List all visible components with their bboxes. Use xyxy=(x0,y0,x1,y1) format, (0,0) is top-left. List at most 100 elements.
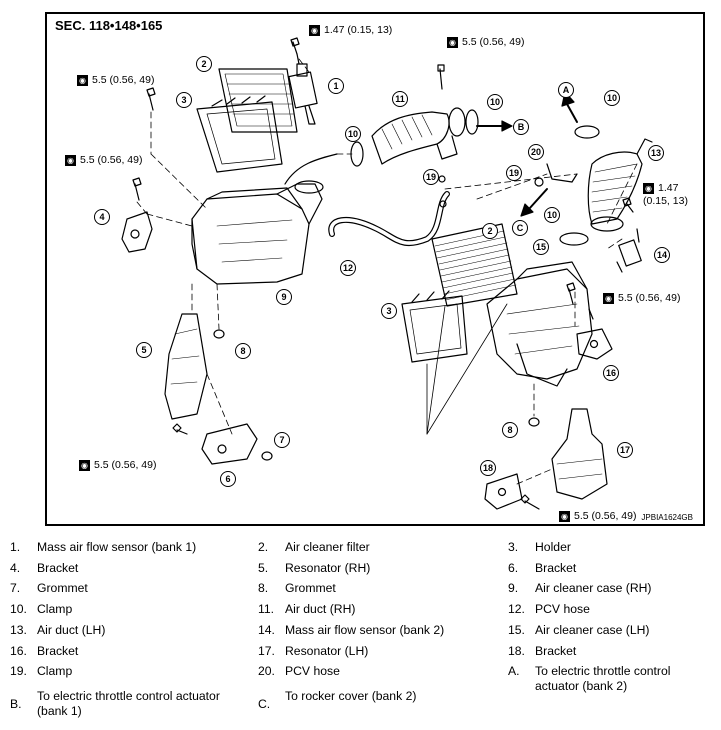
figure-code: JPBIA1624GB xyxy=(641,513,693,522)
clamp-10-d xyxy=(559,232,589,246)
legend-item-number: 18. xyxy=(508,644,525,658)
clamp-10-c xyxy=(574,125,600,139)
legend-item-number: 3. xyxy=(508,540,519,554)
legend-item-number: 14. xyxy=(258,623,275,637)
callout-6: 6 xyxy=(220,471,236,487)
torque-wrench-icon: ◉ xyxy=(77,74,88,86)
assembly-guide-lines-left xyxy=(136,58,353,435)
pcv-hose-20 xyxy=(546,163,578,183)
callout-2: 2 xyxy=(196,56,212,72)
holder-rh xyxy=(196,95,283,173)
legend-item-number: 1. xyxy=(10,540,21,554)
callout-11: 11 xyxy=(392,91,408,107)
torque-wrench-icon: ◉ xyxy=(79,459,90,471)
air-cleaner-filter-lh xyxy=(431,223,518,307)
diagram-frame: SEC. 118•148•165 JPBIA1624GB ◉ 1.47 (0.1… xyxy=(45,12,705,526)
legend-item-number: 17. xyxy=(258,644,275,658)
grommet-8-b xyxy=(528,417,540,427)
mass-air-flow-sensor-bank2 xyxy=(616,228,642,273)
legend-item-number: 5. xyxy=(258,561,269,575)
legend-item-number: C. xyxy=(258,697,271,711)
exploded-view-drawing xyxy=(121,37,653,510)
callout-1: 1 xyxy=(328,78,344,94)
callout-c: C xyxy=(512,220,528,236)
torque-spec-5: ◉1.47 (0.15, 13) xyxy=(643,182,688,207)
legend-item-label: Holder xyxy=(535,540,571,554)
resonator-lh xyxy=(551,408,608,500)
legend-item-label: Grommet xyxy=(285,581,336,595)
air-duct-lh xyxy=(587,138,653,232)
legend-item-label: Air duct (RH) xyxy=(285,602,356,616)
torque-spec-4: ◉ 5.5 (0.56, 49) xyxy=(65,154,143,166)
callout-5: 5 xyxy=(136,342,152,358)
legend-item-number: A. xyxy=(508,664,520,678)
legend-item-label: PCV hose xyxy=(285,664,340,678)
callout-18: 18 xyxy=(480,460,496,476)
callout-19: 19 xyxy=(506,165,522,181)
legend-item-label: Air cleaner filter xyxy=(285,540,370,554)
callout-3-2: 3 xyxy=(381,303,397,319)
legend-item-label: Bracket xyxy=(535,561,577,575)
assembly-guide-lines-right xyxy=(426,303,508,435)
torque-wrench-icon: ◉ xyxy=(603,292,614,304)
legend-item-label: Clamp xyxy=(37,664,73,678)
torque-wrench-icon: ◉ xyxy=(447,36,458,48)
legend-item-label: Air cleaner case (RH) xyxy=(535,581,652,595)
clamp-10-b xyxy=(465,109,479,135)
legend-item-number: 15. xyxy=(508,623,525,637)
legend-item-number: 7. xyxy=(10,581,21,595)
legend-item-number: B. xyxy=(10,697,22,711)
torque-spec-8: ◉ 5.5 (0.56, 49) xyxy=(559,510,637,522)
callout-8: 8 xyxy=(235,343,251,359)
callout-4: 4 xyxy=(94,209,110,225)
callout-10-1: 10 xyxy=(345,126,361,142)
holder-lh xyxy=(401,290,468,363)
callout-8-2: 8 xyxy=(502,422,518,438)
callout-12: 12 xyxy=(340,260,356,276)
legend-item-label: Bracket xyxy=(535,644,577,658)
legend-item-number: 16. xyxy=(10,644,27,658)
legend-item-label: To rocker cover (bank 2) xyxy=(285,689,417,703)
case-inlet-duct xyxy=(284,153,338,185)
bracket-18 xyxy=(484,473,523,510)
callout-17: 17 xyxy=(617,442,633,458)
callout-10-2: 10 xyxy=(487,94,503,110)
legend-item-number: 20. xyxy=(258,664,275,678)
section-title: SEC. 118•148•165 xyxy=(55,18,163,33)
callout-b: B xyxy=(513,119,529,135)
callout-3: 3 xyxy=(176,92,192,108)
legend-item-label: Mass air flow sensor (bank 1) xyxy=(37,540,197,554)
callout-19-2: 19 xyxy=(423,169,439,185)
air-duct-rh xyxy=(371,107,466,165)
torque-spec-2: ◉ 5.5 (0.56, 49) xyxy=(447,36,525,48)
callout-13: 13 xyxy=(648,145,664,161)
legend-item-number: 4. xyxy=(10,561,21,575)
callout-2-2: 2 xyxy=(482,223,498,239)
air-cleaner-filter-rh xyxy=(218,68,298,133)
grommet-7 xyxy=(261,451,273,461)
callout-9: 9 xyxy=(276,289,292,305)
torque-wrench-icon: ◉ xyxy=(559,510,570,522)
legend-item-label: Grommet xyxy=(37,581,88,595)
legend-item-number: 6. xyxy=(508,561,519,575)
legend-item-number: 9. xyxy=(508,581,519,595)
legend-item-label: Air cleaner case (LH) xyxy=(535,623,650,637)
torque-wrench-icon: ◉ xyxy=(643,182,654,194)
bracket-6 xyxy=(201,423,258,465)
direction-arrows xyxy=(476,91,578,217)
callout-15: 15 xyxy=(533,239,549,255)
legend-item-number: 13. xyxy=(10,623,27,637)
callout-7: 7 xyxy=(274,432,290,448)
legend-item-number: 11. xyxy=(258,602,275,616)
bolts-left xyxy=(132,37,445,435)
legend-item-label: Bracket xyxy=(37,561,79,575)
callout-20: 20 xyxy=(528,144,544,160)
torque-spec-7: ◉ 5.5 (0.56, 49) xyxy=(79,459,157,471)
bracket-16 xyxy=(576,328,613,360)
torque-spec-1: ◉ 1.47 (0.15, 13) xyxy=(309,24,393,36)
assembly-guide-lines-right-dashed xyxy=(444,163,638,485)
pcv-hose-12-inner xyxy=(329,192,449,245)
legend-item-label: To electric throttle control actuator (b… xyxy=(535,664,671,693)
callout-10-3: 10 xyxy=(604,90,620,106)
legend-item-label: Air duct (LH) xyxy=(37,623,106,637)
